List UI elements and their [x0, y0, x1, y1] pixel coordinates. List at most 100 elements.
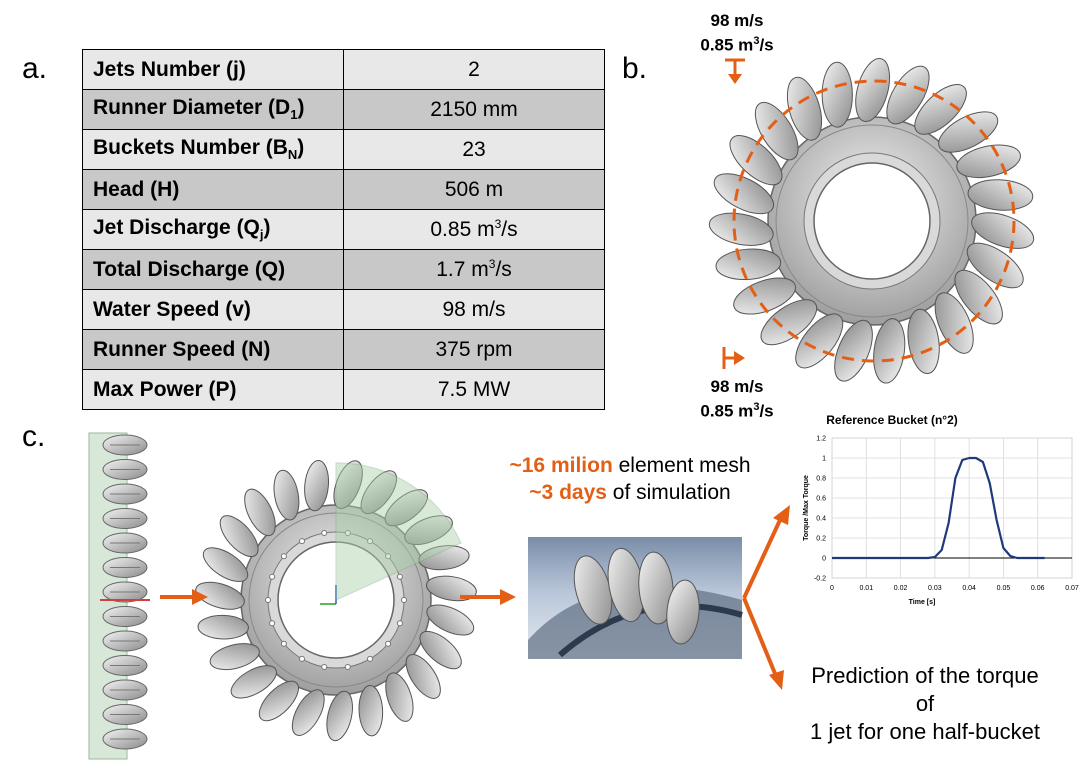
arrow-4	[742, 597, 784, 690]
x-tick-label: 0.01	[859, 585, 873, 592]
bucket	[713, 173, 775, 215]
bucket	[966, 242, 1024, 289]
bucket	[426, 604, 475, 636]
top-jet-label: 98 m/s 0.85 m3/s	[682, 10, 792, 56]
bucket	[405, 654, 441, 699]
simulation-time-rest: of simulation	[606, 481, 731, 504]
parameter-value: 23	[343, 129, 605, 170]
bucket	[729, 135, 783, 186]
parameter-name: Head (H)	[82, 169, 344, 210]
top-jet-speed: 98 m/s	[710, 11, 764, 30]
bucket	[934, 292, 974, 354]
table-row: Jets Number (j)2	[82, 49, 605, 90]
parameter-value: 0.85 m3/s	[343, 209, 605, 250]
bucket	[954, 269, 1003, 325]
bucket	[195, 581, 245, 610]
bucket	[384, 489, 429, 527]
bucket	[425, 575, 477, 602]
prediction-line-2: 1 jet for one half-bucket	[810, 719, 1040, 744]
x-axis-label: Time [s]	[909, 599, 936, 606]
chart-title: Reference Bucket (n°2)	[826, 413, 958, 427]
bucket	[715, 248, 782, 281]
bucket	[786, 76, 823, 141]
bucket	[886, 65, 930, 125]
bucket	[304, 460, 330, 512]
top-jet-arrow	[725, 58, 745, 84]
bucket	[938, 111, 999, 153]
mesh-description: ~16 milion element mesh ~3 days of simul…	[490, 452, 770, 506]
plot-area	[831, 437, 1073, 579]
cfd-buckets	[528, 547, 743, 659]
bucket	[273, 469, 300, 521]
y-tick-label: 0	[822, 556, 826, 563]
y-axis-label: Torque /Max Torque	[803, 475, 810, 541]
bucket	[821, 61, 853, 128]
bucket	[244, 488, 276, 537]
mesh-count-rest: element mesh	[612, 454, 751, 477]
bucket	[419, 630, 462, 670]
x-tick-label: 0.03	[928, 585, 942, 592]
mesh-count: ~16 milion	[509, 454, 613, 477]
table-row: Water Speed (v)98 m/s	[82, 289, 605, 330]
bottom-jet-discharge: 0.85 m3/s	[700, 401, 774, 421]
parameter-name: Water Speed (v)	[82, 289, 344, 330]
y-tick-label: 0.2	[816, 536, 826, 543]
y-tick-label: 1.2	[816, 436, 826, 443]
table-row: Total Discharge (Q)1.7 m3/s	[82, 249, 605, 290]
parameter-name: Total Discharge (Q)	[82, 249, 344, 290]
jet-circle	[732, 79, 1016, 363]
parameter-name: Jets Number (j)	[82, 49, 344, 90]
x-tick-label: 0.06	[1031, 585, 1045, 592]
simulation-time: ~3 days	[529, 481, 607, 504]
panel-label-c: c.	[22, 420, 46, 453]
x-tick-label: 0.05	[997, 585, 1011, 592]
bucket	[358, 684, 384, 737]
runner-b	[708, 57, 1035, 384]
simulation-sector	[335, 462, 462, 601]
prediction-text: Prediction of the torque of 1 jet for on…	[800, 662, 1050, 746]
top-jet-discharge: 0.85 m3/s	[700, 35, 774, 55]
bucket	[754, 101, 799, 161]
table-row: Max Power (P)7.5 MW	[82, 369, 605, 410]
parameter-name: Max Power (P)	[82, 369, 344, 410]
bucket	[967, 179, 1034, 211]
bucket	[873, 318, 906, 384]
runner-side-view	[88, 432, 150, 760]
bucket	[209, 643, 260, 671]
parameter-name: Runner Diameter (D1)	[82, 89, 344, 130]
bucket	[404, 515, 453, 546]
runner-c	[195, 460, 477, 742]
bucket	[197, 614, 249, 640]
x-tick-label: 0	[830, 585, 834, 592]
bucket	[907, 308, 940, 375]
series-line	[832, 456, 1045, 560]
bucket	[708, 212, 774, 246]
bucket	[258, 680, 299, 722]
prediction-line-1: Prediction of the torque of	[811, 663, 1039, 716]
y-tick-label: 0.8	[816, 476, 826, 483]
bottom-jet-arrow	[722, 347, 745, 369]
parameter-value: 1.7 m3/s	[343, 249, 605, 290]
bucket	[385, 672, 414, 722]
bottom-jet-label: 98 m/s 0.85 m3/s	[682, 376, 792, 422]
y-tick-label: 0.6	[816, 496, 826, 503]
parameter-value: 375 rpm	[343, 329, 605, 370]
y-tick-label: -0.2	[814, 576, 826, 583]
panel-label-b: b.	[622, 52, 648, 85]
bucket	[326, 690, 353, 742]
bucket	[795, 313, 844, 369]
bucket	[219, 515, 259, 558]
bucket	[971, 212, 1035, 249]
bucket	[360, 470, 398, 515]
bucket	[291, 689, 325, 736]
parameter-value: 7.5 MW	[343, 369, 605, 410]
y-tick-label: 0.4	[816, 516, 826, 523]
bucket	[855, 57, 891, 123]
x-tick-label: 0.04	[962, 585, 976, 592]
bucket	[418, 545, 470, 571]
bucket	[834, 319, 873, 382]
parameter-value: 2	[343, 49, 605, 90]
bucket	[202, 547, 249, 582]
